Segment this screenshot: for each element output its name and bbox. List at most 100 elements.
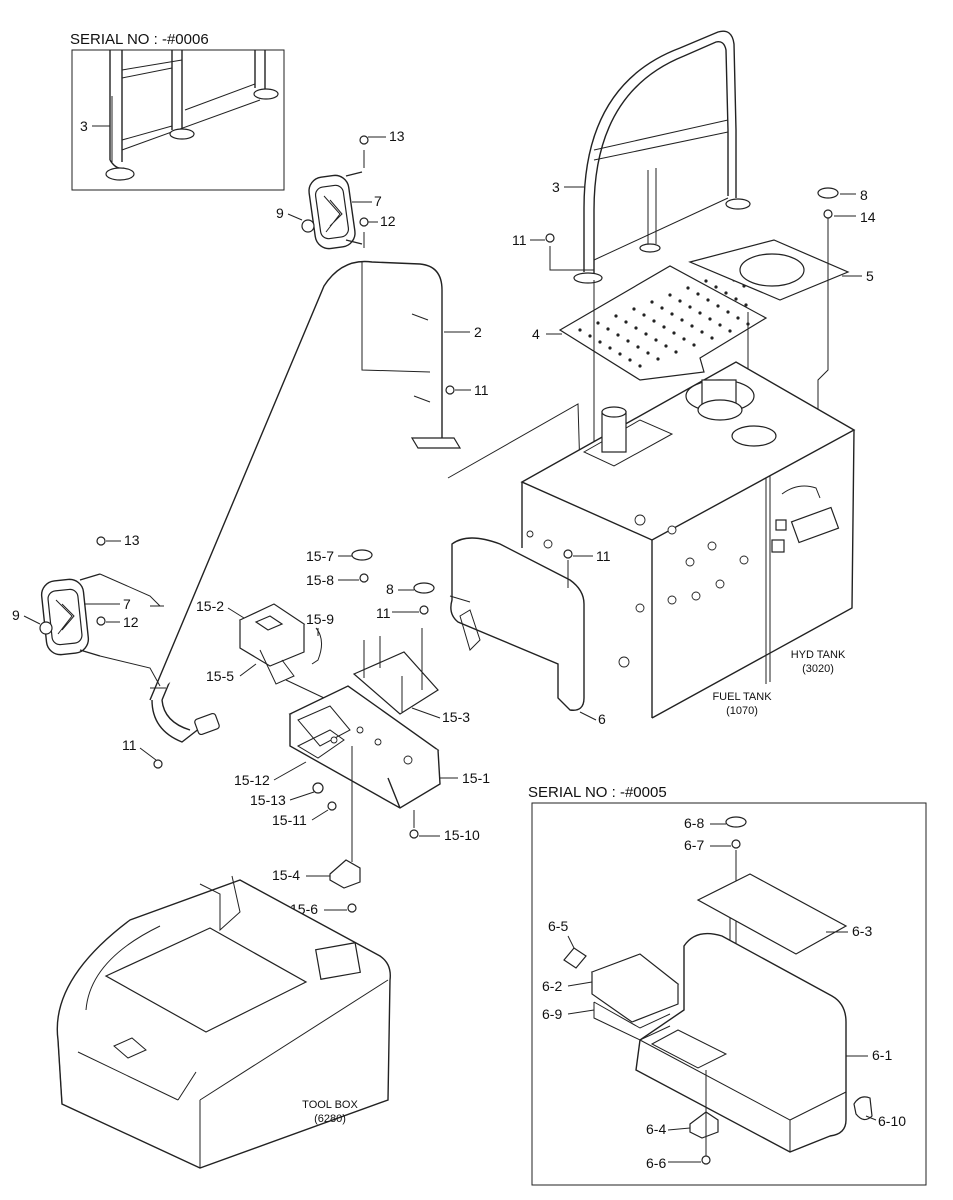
handrail-right-drawing [573,30,751,284]
plate-perforation [710,336,714,340]
callout-15-2: 15-2 [196,598,224,614]
callout-15-9: 15-9 [306,611,334,627]
inset-handrail-drawing [105,50,279,181]
plate-perforation [662,325,666,329]
callout-15-8: 15-8 [306,572,334,588]
plate-perforation [634,326,638,330]
battery-bracket-15-3-drawing [352,628,439,715]
tool-box-name: TOOL BOX [302,1099,358,1111]
plate-perforation [660,306,664,310]
plate-perforation [708,317,712,321]
plate-perforation [714,285,718,289]
plate-perforation [578,328,582,332]
callout-rail-3: 3 [552,179,560,195]
battery-cover-15-2-drawing [238,603,322,685]
plate-perforation [668,293,672,297]
floor-plate-4-drawing [558,265,768,381]
plate-perforation [706,298,710,302]
callout-15-12: 15-12 [234,772,270,788]
clamp-15-4-drawing [329,859,361,889]
callout-top-8: 8 [860,187,868,203]
inset-plate-6-3-drawing [696,873,848,955]
callout-6-8: 6-8 [684,815,704,831]
callout-6-4: 6-4 [646,1121,666,1137]
serial-note-top-left: SERIAL NO : -#0006 [70,31,209,48]
plate-perforation [728,329,732,333]
callout-low-9: 9 [12,607,20,623]
plate-perforation [624,320,628,324]
hyd-tank-code: (3020) [802,663,834,675]
floor-plate-5-drawing [688,239,850,301]
callout-6-7: 6-7 [684,837,704,853]
callout-6-10: 6-10 [878,1113,906,1129]
callout-top-12: 12 [380,213,396,229]
tool-box-code: (6280) [314,1113,346,1125]
plate-perforation [692,343,696,347]
plate-perforation [596,321,600,325]
plate-perforation [670,312,674,316]
plate-perforation [726,310,730,314]
serial-note-bottom-right: SERIAL NO : -#0005 [528,784,667,801]
plate-perforation [632,307,636,311]
callout-15-11: 15-11 [272,812,307,828]
plate-perforation [678,299,682,303]
plate-perforation [614,314,618,318]
callout-15-5: 15-5 [206,668,234,684]
callout-top-4: 4 [532,326,540,342]
plate-perforation [598,340,602,344]
callout-low-11: 11 [122,737,137,753]
tank-assembly-drawing [520,361,856,719]
plate-perforation [690,324,694,328]
callout-low-13: 13 [124,532,140,548]
plate-perforation [700,330,704,334]
fuel-tank-code: (1070) [726,705,758,717]
callout-top-9: 9 [276,205,284,221]
inset-frame-bottom-right [531,802,927,1186]
hyd-tank-name: HYD TANK [791,649,846,661]
plate-perforation [682,337,686,341]
callout-low-12: 12 [123,614,139,630]
plate-perforation [734,297,738,301]
callout-15-3: 15-3 [442,709,470,725]
fuel-tank-name: FUEL TANK [712,691,772,703]
plate-perforation [680,318,684,322]
plate-perforation [664,344,668,348]
plate-perforation [672,331,676,335]
plate-perforation [696,292,700,296]
mirror-lower-drawing [39,536,161,687]
plate-perforation [716,304,720,308]
callout-mid-11-panel: 11 [596,548,611,564]
callout-15-4: 15-4 [272,867,300,883]
callout-6-5: 6-5 [548,918,568,934]
plate-perforation [588,334,592,338]
callout-6-6: 6-6 [646,1155,666,1171]
callout-top-5: 5 [866,268,874,284]
callout-15-13: 15-13 [250,792,286,808]
callout-15-1: 15-1 [462,770,490,786]
plate-perforation [638,364,642,368]
plate-perforation [650,300,654,304]
inset-cover-6-1-drawing [635,932,847,1153]
handrail-long-drawing [149,260,462,743]
plate-perforation [636,345,640,349]
side-cover-drawing [449,537,585,711]
plate-perforation [644,332,648,336]
callout-inset-3: 3 [80,118,88,134]
plate-perforation [718,323,722,327]
callout-top-11-pole: 11 [474,382,489,398]
inset-bracket-6-2-drawing [590,953,680,1023]
plate-perforation [688,305,692,309]
callout-15-7: 15-7 [306,548,334,564]
callout-6-1: 6-1 [872,1047,892,1063]
callout-6-2: 6-2 [542,978,562,994]
plate-perforation [652,319,656,323]
plate-perforation [686,286,690,290]
callout-rail-11: 11 [512,232,527,248]
plate-perforation [626,339,630,343]
callout-top-7: 7 [374,193,382,209]
plate-perforation [698,311,702,315]
callout-11-mid: 11 [376,605,391,621]
callout-6-3: 6-3 [852,923,872,939]
plate-perforation [616,333,620,337]
